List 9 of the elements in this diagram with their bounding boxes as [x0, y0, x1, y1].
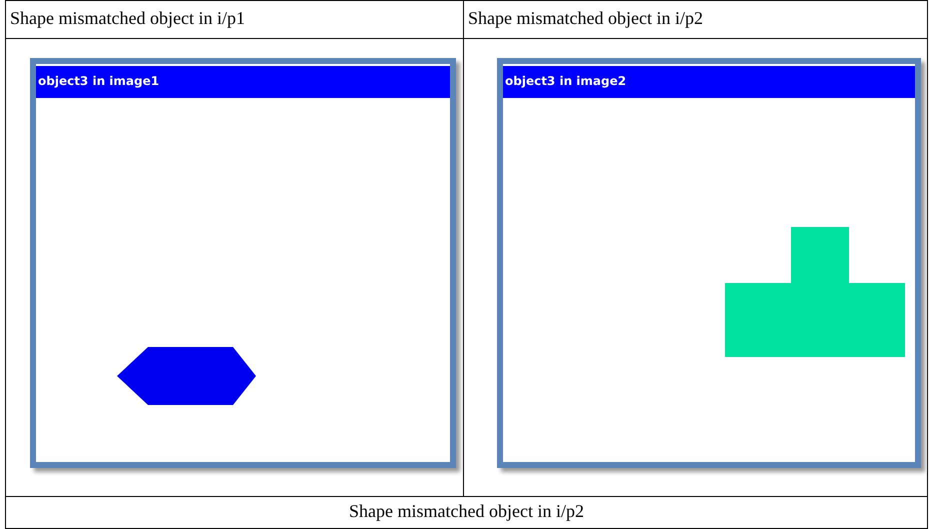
- column-header: Shape mismatched object in i/p1: [10, 8, 246, 29]
- window-frame: [497, 58, 921, 468]
- column-header: Shape mismatched object in i/p2: [468, 8, 704, 29]
- window-title: object3 in image2: [505, 74, 626, 88]
- hexagon-shape: [117, 347, 256, 405]
- window-frame: [30, 58, 456, 468]
- window-title: object3 in image1: [38, 74, 160, 88]
- t-shape: [725, 227, 905, 357]
- caption-text: Shape mismatched object in i/p2: [348, 501, 585, 522]
